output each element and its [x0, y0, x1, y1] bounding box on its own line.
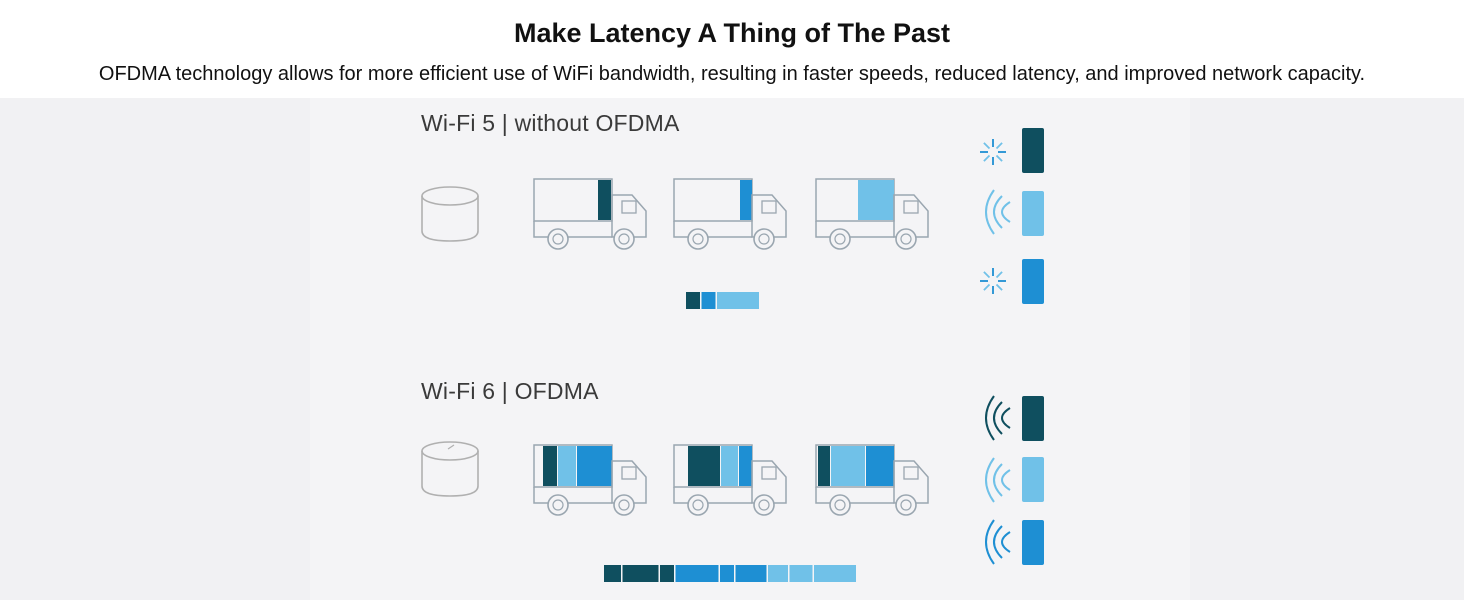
wifi-waves-icon — [985, 395, 1011, 441]
truck-hub — [618, 233, 630, 245]
bandwidth-bar — [686, 292, 759, 309]
bandwidth-segment — [720, 565, 734, 582]
bandwidth-segment — [660, 565, 674, 582]
truck-wheel — [687, 228, 709, 250]
bandwidth-segment — [789, 565, 813, 582]
wifi-waves-icon — [985, 457, 1011, 503]
cargo-block — [721, 446, 738, 486]
truck-wheel — [829, 228, 851, 250]
bandwidth-segment — [735, 565, 767, 582]
bandwidth-segment — [686, 292, 700, 309]
truck-hub — [834, 233, 846, 245]
truck-wheel — [753, 228, 775, 250]
truck-wheel — [753, 494, 775, 516]
truck-cab — [751, 194, 787, 238]
wifi-waves-icon — [985, 189, 1011, 235]
truck-cab — [611, 460, 647, 504]
signal-lost-icon — [980, 268, 1006, 294]
truck-wheel — [547, 494, 569, 516]
cargo-block — [831, 446, 865, 486]
wifi5-diagram — [421, 128, 1044, 309]
cargo-block — [740, 180, 752, 220]
phone-icon — [1022, 128, 1044, 173]
truck-chassis — [815, 221, 894, 238]
truck-cab — [893, 194, 929, 238]
cargo-block — [739, 446, 752, 486]
router-icon — [421, 186, 479, 242]
phone-icon — [1022, 191, 1044, 236]
phone-icon — [1022, 259, 1044, 304]
cargo-block — [577, 446, 612, 486]
truck-icon — [673, 178, 787, 250]
bandwidth-segment — [717, 292, 759, 309]
router-icon — [421, 441, 479, 497]
truck-wheel — [687, 494, 709, 516]
signal-lost-icon — [980, 139, 1006, 165]
wifi6-diagram — [421, 395, 1044, 582]
truck-hub — [552, 233, 564, 245]
truck-chassis — [673, 221, 752, 238]
truck-icon — [533, 444, 647, 516]
bandwidth-segment — [622, 565, 659, 582]
truck-hub — [900, 233, 912, 245]
truck-icon — [815, 178, 929, 250]
truck-cab — [751, 460, 787, 504]
truck-chassis — [533, 487, 612, 504]
page-subtitle: OFDMA technology allows for more efficie… — [98, 63, 1366, 85]
truck-hub — [692, 233, 704, 245]
truck-chassis — [533, 221, 612, 238]
bandwidth-segment — [604, 565, 621, 582]
wifi-waves-icon — [985, 519, 1011, 565]
truck-icon — [815, 444, 929, 516]
truck-wheel — [613, 228, 635, 250]
truck-cab — [893, 460, 929, 504]
page-title: Make Latency A Thing of The Past — [513, 18, 951, 48]
bandwidth-segment — [814, 565, 856, 582]
bandwidth-segment — [768, 565, 788, 582]
cargo-block — [866, 446, 894, 486]
truck-window — [621, 466, 637, 480]
cargo-block — [558, 446, 576, 486]
truck-wheel — [895, 228, 917, 250]
truck-wheel — [613, 494, 635, 516]
section-label-wifi5: Wi-Fi 5 | without OFDMA — [421, 110, 680, 136]
truck-hub — [618, 499, 630, 511]
truck-icon — [533, 178, 647, 250]
truck-chassis — [815, 487, 894, 504]
truck-hub — [834, 499, 846, 511]
section-label-wifi6: Wi-Fi 6 | OFDMA — [421, 378, 599, 404]
phone-icon — [1022, 457, 1044, 502]
truck-chassis — [673, 487, 752, 504]
truck-hub — [758, 233, 770, 245]
truck-window — [903, 466, 919, 480]
truck-window — [761, 200, 777, 214]
cargo-block — [858, 180, 894, 220]
truck-hub — [552, 499, 564, 511]
truck-hub — [900, 499, 912, 511]
truck-icon — [673, 444, 787, 516]
truck-wheel — [547, 228, 569, 250]
cargo-block — [598, 180, 611, 220]
truck-wheel — [829, 494, 851, 516]
phone-icon — [1022, 520, 1044, 565]
cargo-block — [818, 446, 830, 486]
phone-icon — [1022, 396, 1044, 441]
bandwidth-bar — [604, 565, 856, 582]
truck-wheel — [895, 494, 917, 516]
cargo-block — [543, 446, 557, 486]
bandwidth-segment — [675, 565, 719, 582]
truck-hub — [692, 499, 704, 511]
truck-hub — [758, 499, 770, 511]
truck-window — [621, 200, 637, 214]
truck-cab — [611, 194, 647, 238]
cargo-block — [688, 446, 720, 486]
bandwidth-segment — [701, 292, 716, 309]
truck-window — [903, 200, 919, 214]
truck-window — [761, 466, 777, 480]
